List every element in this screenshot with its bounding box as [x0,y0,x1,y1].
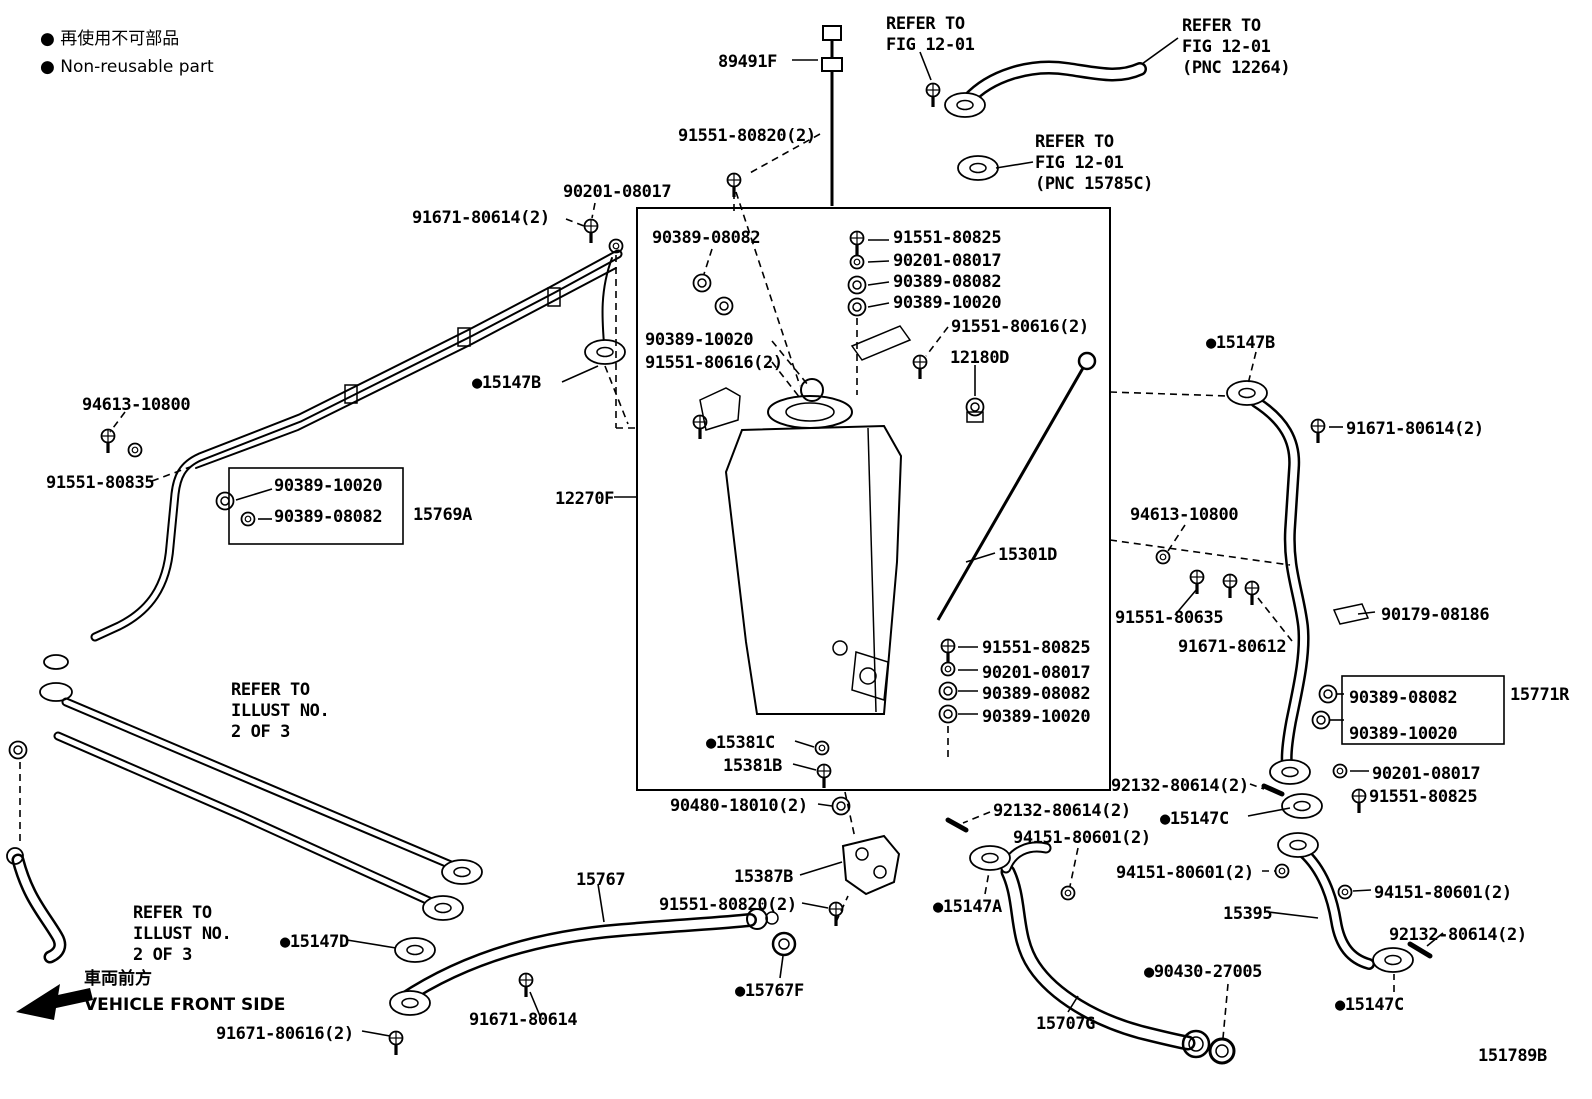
label-90201-08017-stack2: 90201-08017 [982,663,1091,683]
label-12270F: 12270F [555,489,615,509]
label-15387B: 15387B [734,867,794,887]
label-91551-80825-stack2: 91551-80825 [982,638,1091,658]
label-90201-08017-topleft: 90201-08017 [563,182,672,202]
label-94613-10800-left: 94613-10800 [82,395,191,415]
label-15707G: 15707G [1036,1014,1096,1034]
label-refer-illust-1: REFER TO ILLUST NO. 2 OF 3 [231,680,330,743]
label-90389-08082-box: 90389-08082 [274,507,383,527]
label-12180D: 12180D [950,348,1010,368]
label-94151-80601-a: 94151-80601(2) [1013,828,1151,848]
label-15769A: 15769A [413,505,473,525]
label-refer-fig12-01-pnc12264: REFER TO FIG 12-01 (PNC 12264) [1182,16,1291,79]
label-15381C: ●15381C [706,733,775,753]
label-94613-10800-right: 94613-10800 [1130,505,1239,525]
label-91551-80835: 91551-80835 [46,473,155,493]
label-15771R: 15771R [1510,685,1570,705]
label-91671-80616: 91671-80616(2) [216,1024,354,1044]
label-91551-80820-bottom: 91551-80820(2) [659,895,797,915]
label-15147B-right: ●15147B [1206,333,1275,353]
label-15147D: ●15147D [280,932,349,952]
label-91551-80616-left: 91551-80616(2) [645,353,783,373]
label-15767: 15767 [576,870,626,890]
label-90389-08082-right: 90389-08082 [1349,688,1458,708]
label-91671-80614-bottom: 91671-80614 [469,1010,578,1030]
label-15147C-upper: ●15147C [1160,809,1229,829]
label-94151-80601-c: 94151-80601(2) [1374,883,1512,903]
label-15147B-left: ●15147B [472,373,541,393]
legend-nonreusable-en: ● Non-reusable part [40,57,214,77]
label-90480-18010: 90480-18010(2) [670,796,808,816]
label-refer-fig12-01-pnc15785C: REFER TO FIG 12-01 (PNC 15785C) [1035,132,1154,195]
label-89491F: 89491F [718,52,778,72]
drawing-number: 151789B [1478,1046,1547,1066]
label-90430-27005: ●90430-27005 [1144,962,1263,982]
label-91671-80612: 91671-80612 [1178,637,1287,657]
label-92132-80614-c: 92132-80614(2) [1389,925,1527,945]
label-refer-illust-2: REFER TO ILLUST NO. 2 OF 3 [133,903,232,966]
label-refer-fig12-01-top: REFER TO FIG 12-01 [886,14,975,56]
label-15147A: ●15147A [933,897,1002,917]
label-91671-80614-topleft: 91671-80614(2) [412,208,550,228]
label-15395: 15395 [1223,904,1273,924]
label-15147C-bottom: ●15147C [1335,995,1404,1015]
label-15381B: 15381B [723,756,783,776]
label-90201-08017-right: 90201-08017 [1372,764,1481,784]
label-91551-80616-right: 91551-80616(2) [951,317,1089,337]
label-92132-80614-b: 92132-80614(2) [993,801,1131,821]
label-94151-80601-b: 94151-80601(2) [1116,863,1254,883]
label-90389-08082-stack2: 90389-08082 [982,684,1091,704]
front-marker-en: VEHICLE FRONT SIDE [84,995,286,1015]
label-91551-80825-right: 91551-80825 [1369,787,1478,807]
label-90179-08186: 90179-08186 [1381,605,1490,625]
label-91551-80820-top: 91551-80820(2) [678,126,816,146]
label-90389-08082-top: 90389-08082 [652,228,761,248]
label-90389-10020-box: 90389-10020 [274,476,383,496]
label-90389-10020-left: 90389-10020 [645,330,754,350]
label-90389-08082-stack1: 90389-08082 [893,272,1002,292]
label-91671-80614-right: 91671-80614(2) [1346,419,1484,439]
label-15767F: ●15767F [735,981,804,1001]
label-92132-80614-a: 92132-80614(2) [1111,776,1249,796]
label-15301D: 15301D [998,545,1058,565]
label-90201-08017-stack1: 90201-08017 [893,251,1002,271]
label-90389-10020-stack1: 90389-10020 [893,293,1002,313]
label-90389-10020-right: 90389-10020 [1349,724,1458,744]
legend-nonreusable-jp: ● 再使用不可部品 [40,29,180,49]
label-91551-80635: 91551-80635 [1115,608,1224,628]
front-marker-jp: 車両前方 [84,969,152,989]
label-90389-10020-stack2: 90389-10020 [982,707,1091,727]
vehicle-front-arrow [16,984,93,1020]
label-91551-80825-stack1: 91551-80825 [893,228,1002,248]
